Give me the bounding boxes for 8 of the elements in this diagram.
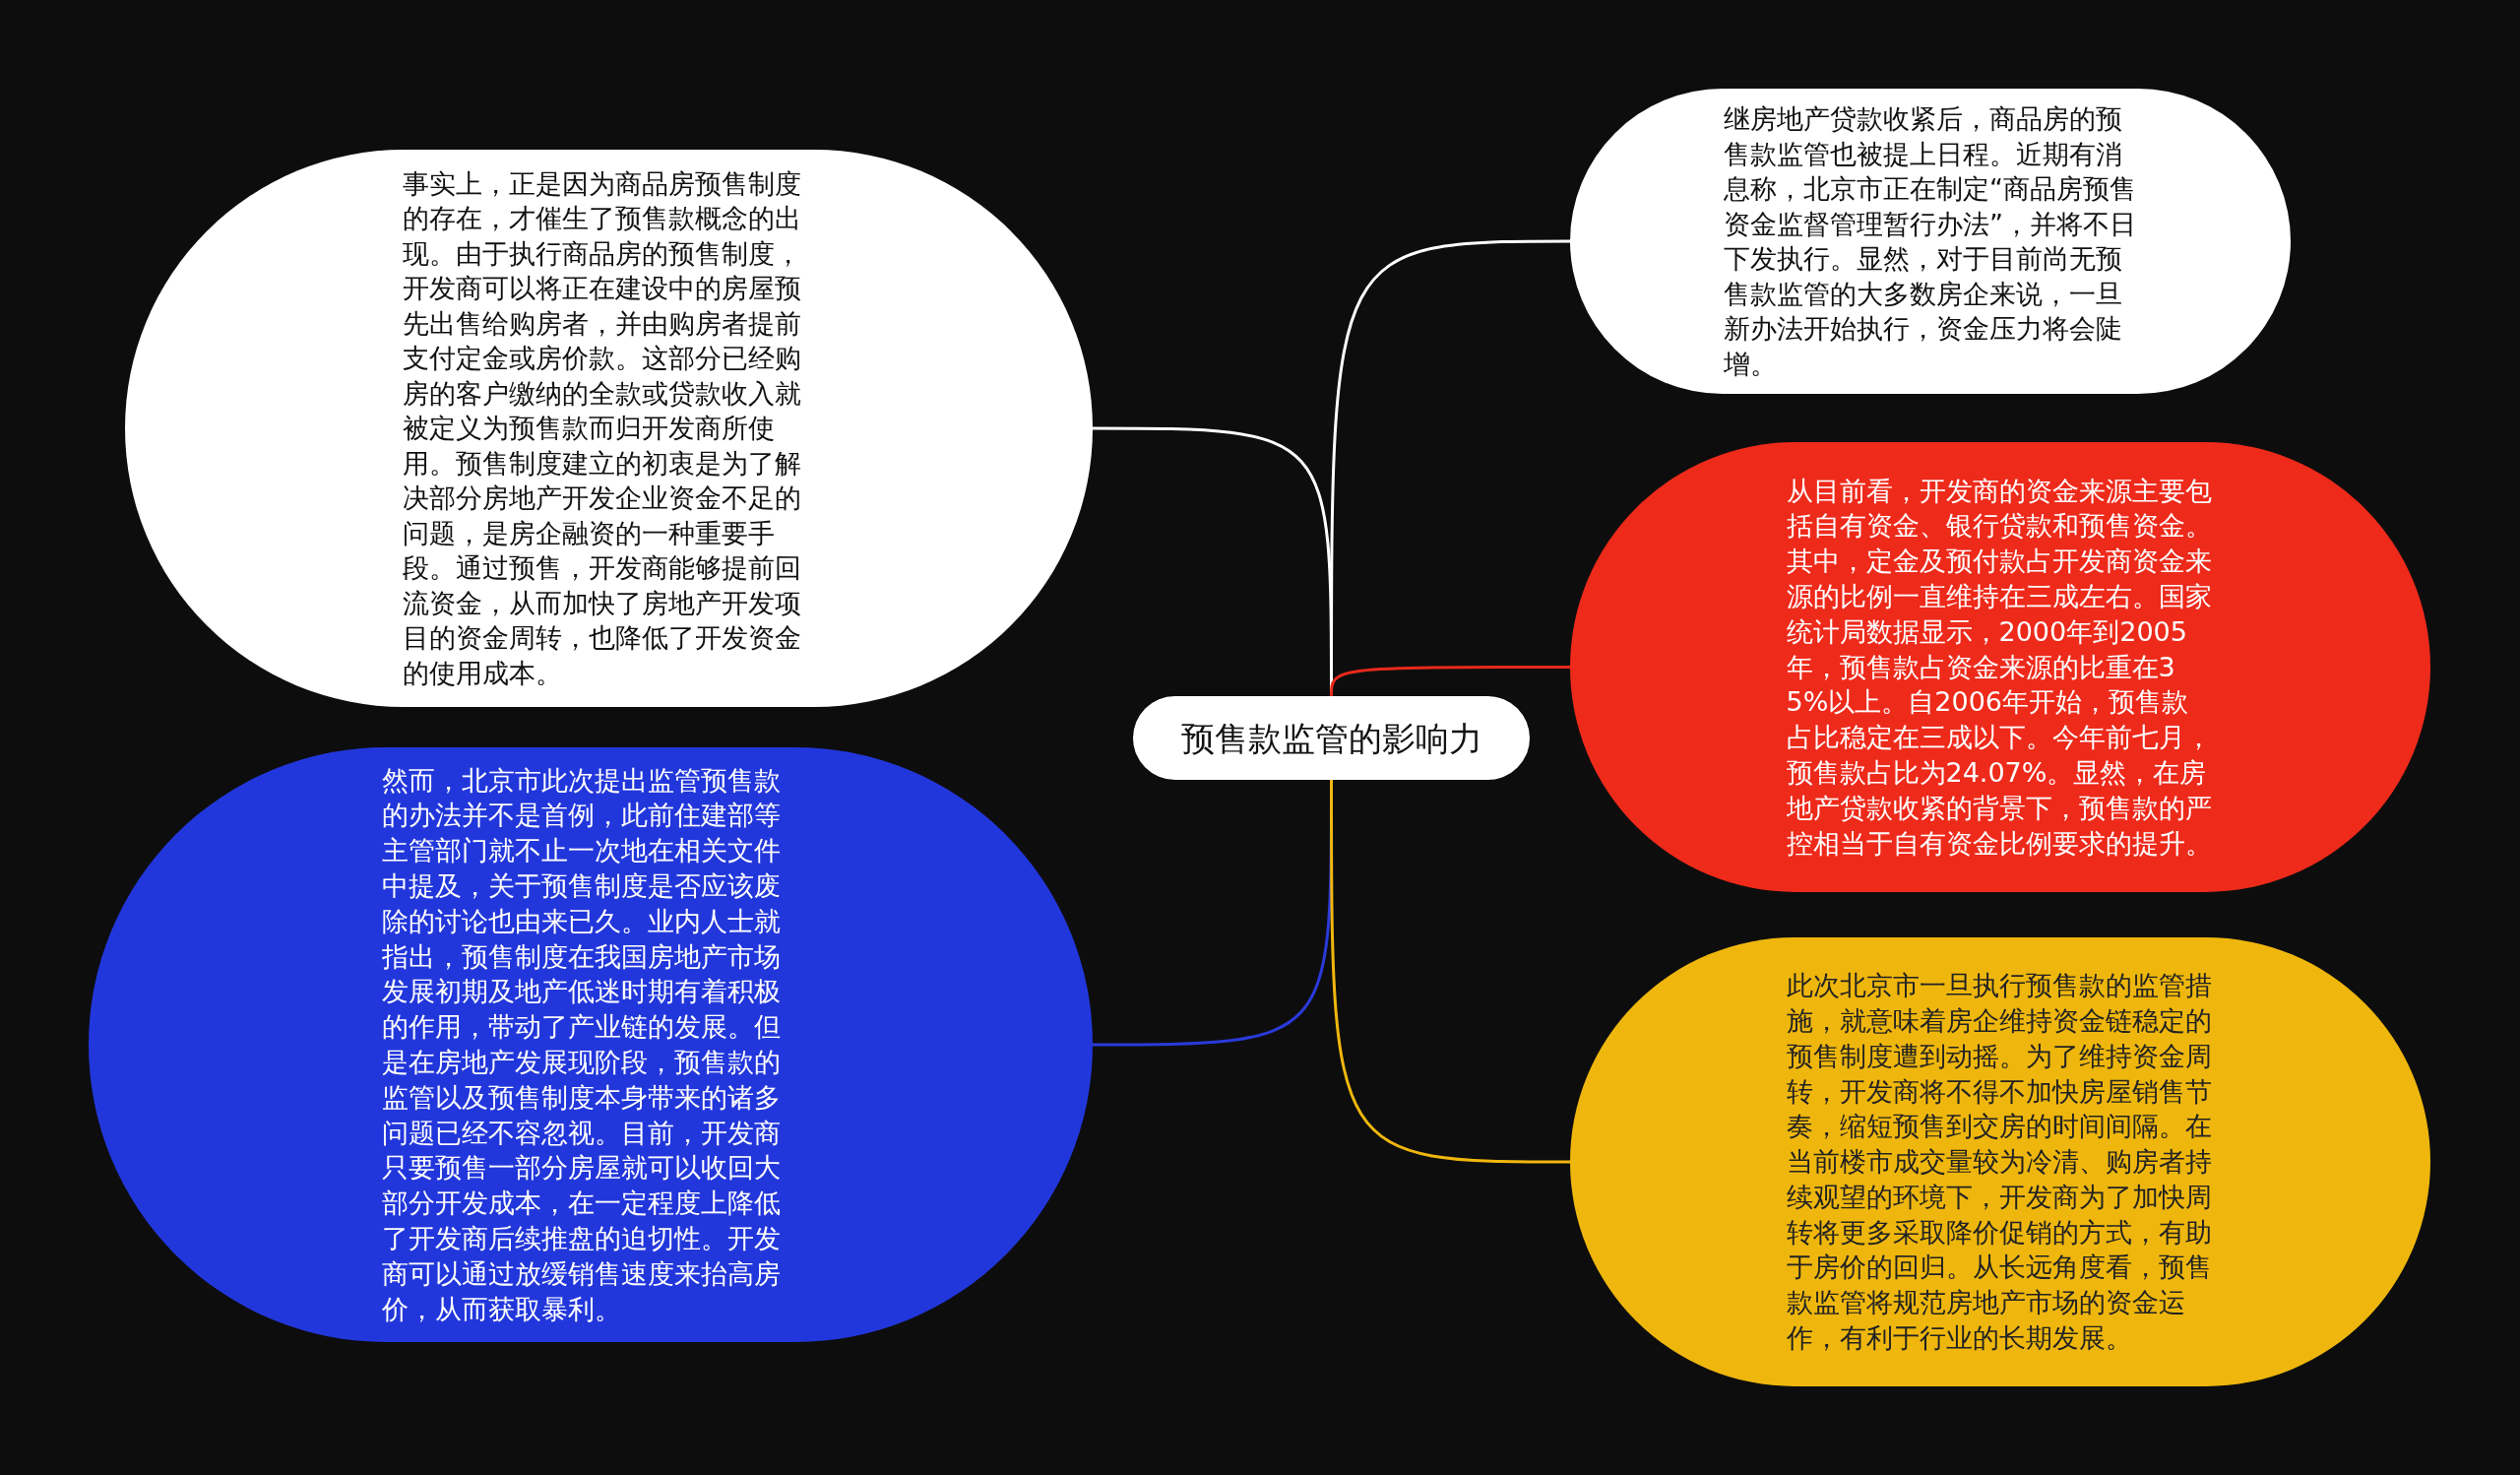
topic-text: 此次北京市一旦执行预售款的监管措施，就意味着房企维持资金链稳定的预售制度遭到动摇。为了维持资金周转，开发商将不得不加快房屋销售节奏，缩短预售到交房的时间间隔。在当前楼市成交量较为冷清、购房者持续观望的环境下，开发商为了加快周转将更多采取降价促销的方式，有助于房价的回归。从长远角度看，预售款监管将规范房地产市场的资金运作，有利于行业的长期发展。	[1786, 969, 2213, 1356]
topic-text: 继房地产贷款收紧后，商品房的预售款监管也被提上日程。近期有消息称，北京市正在制定“商品房预售资金监督管理暂行办法”，并将不日下发执行。显然，对于目前尚无预售款监管的大多数房企来说，一旦新办法开始执行，资金压力将会陡增。	[1724, 102, 2137, 381]
topic-text: 然而，北京市此次提出监管预售款的办法并不是首例，此前住建部等主管部门就不止一次地在相关文件中提及，关于预售制度是否应该废除的讨论也由来已久。业内人士就指出，预售制度在我国房地产市场发展初期及地产低迷时期有着积极的作用，带动了产业链的发展。但是在房地产发展现阶段，预售款的监管以及预售制度本身带来的诸多问题已经不容忽视。目前，开发商只要预售一部分房屋就可以收回大部分开发成本，在一定程度上降低了开发商后续推盘的迫切性。开发商可以通过放缓销售速度来抬高房价，从而获取暴利。	[381, 763, 782, 1326]
topic-text: 从目前看，开发商的资金来源主要包括自有资金、银行贷款和预售资金。其中，定金及预付款占开发商资金来源的比例一直维持在三成左右。国家统计局数据显示，2000年到2005年，预售款占资金来源的比重在35%以上。自2006年开始，预售款占比稳定在三成以下。今年前七月，预售款占比为24.07%。显然，在房地产贷款收紧的背景下，预售款的严控相当于自有资金比例要求的提升。	[1786, 474, 2213, 861]
topic-text: 事实上，正是因为商品房预售制度的存在，才催生了预售款概念的出现。由于执行商品房的预售制度，开发商可以将正在建设中的房屋预先出售给购房者，并由购房者提前支付定金或房价款。这部分已经购房的客户缴纳的全款或贷款收入就被定义为预售款而归开发商所使用。预售制度建立的初衷是为了解决部分房地产开发企业资金不足的问题，是房企融资的一种重要手段。通过预售，开发商能够提前回流资金，从而加快了房地产开发项目的资金周转，也降低了开发资金的使用成本。	[402, 166, 802, 690]
connector-line	[1330, 780, 1570, 1164]
connector-line	[1330, 666, 1570, 697]
topic-title: 预售款监管的影响力	[1179, 717, 1483, 759]
